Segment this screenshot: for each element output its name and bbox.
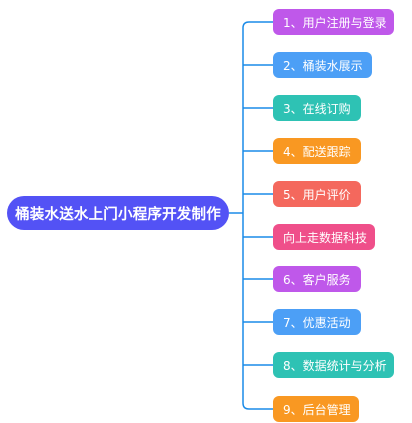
branch-node: 2、桶装水展示 — [273, 52, 372, 78]
branch-connector — [242, 402, 273, 410]
branch-label: 3、在线订购 — [283, 101, 351, 116]
branch-node: 5、用户评价 — [273, 181, 361, 207]
root-topic-label: 桶装水送水上门小程序开发制作 — [15, 206, 221, 223]
branch-label: 9、后台管理 — [283, 402, 351, 417]
branch-label: 8、数据统计与分析 — [283, 358, 387, 373]
root-topic: 桶装水送水上门小程序开发制作 — [7, 196, 229, 230]
branch-node: 1、用户注册与登录 — [273, 9, 394, 35]
branch-node: 8、数据统计与分析 — [273, 352, 394, 378]
branch-node: 9、后台管理 — [273, 396, 359, 422]
branch-label: 7、优惠活动 — [283, 315, 351, 330]
branch-node: 6、客户服务 — [273, 266, 361, 292]
branch-node: 3、在线订购 — [273, 95, 361, 121]
branch-label: 2、桶装水展示 — [283, 58, 363, 73]
branch-node: 7、优惠活动 — [273, 309, 361, 335]
branch-label: 1、用户注册与登录 — [283, 15, 387, 30]
branch-label: 5、用户评价 — [283, 187, 351, 202]
branch-label: 向上走数据科技 — [283, 230, 368, 245]
branch-node: 4、配送跟踪 — [273, 138, 361, 164]
branch-node: 向上走数据科技 — [273, 224, 375, 250]
branch-connector — [242, 21, 273, 29]
branch-label: 4、配送跟踪 — [283, 144, 351, 159]
branch-label: 6、客户服务 — [283, 272, 351, 287]
